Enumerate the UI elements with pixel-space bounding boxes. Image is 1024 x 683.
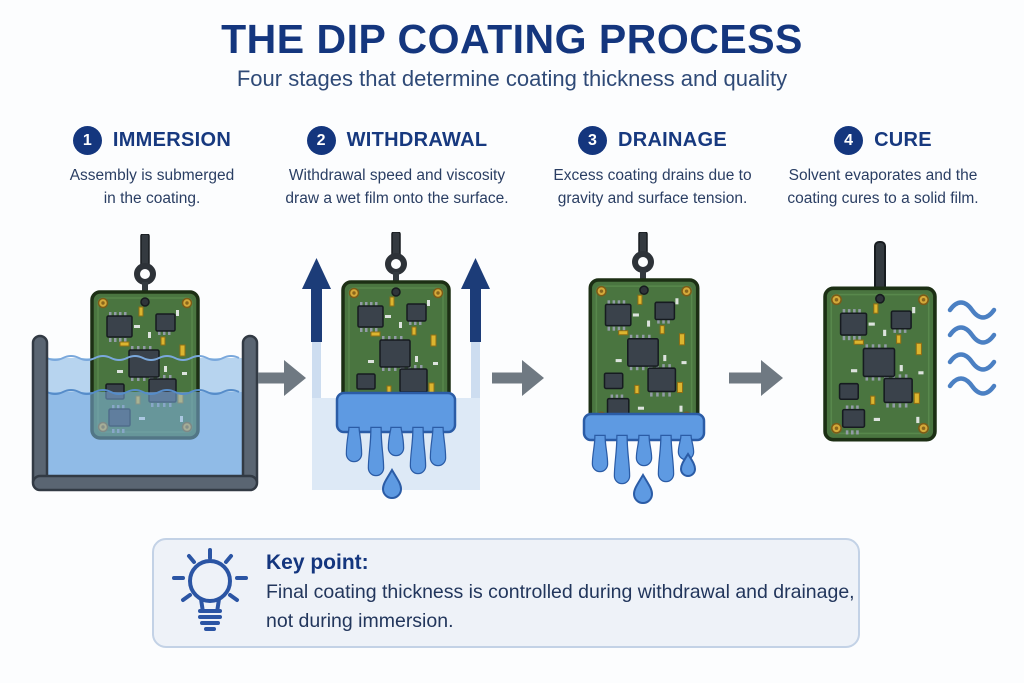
stage-header-withdrawal: 2 WITHDRAWAL Withdrawal speed and viscos… xyxy=(272,126,522,211)
stage-number-badge: 3 xyxy=(577,126,607,155)
key-point-box: Key point: Final coating thickness is co… xyxy=(152,538,860,648)
stage-name: DRAINAGE xyxy=(617,129,728,151)
stage-header-immersion: 1 IMMERSION Assembly is submerged in the… xyxy=(32,126,272,211)
stage-header-drainage: 3 DRAINAGE Excess coating drains due to … xyxy=(530,126,775,211)
cure-illustration xyxy=(823,241,997,442)
stage-name: WITHDRAWAL xyxy=(346,129,488,151)
pcb-illustration xyxy=(823,286,937,442)
key-point-text: Key point: Final coating thickness is co… xyxy=(266,551,858,635)
immersion-illustration xyxy=(31,234,259,492)
hanger-rod xyxy=(385,232,407,286)
withdrawal-illustration xyxy=(302,232,490,499)
droplet-icon xyxy=(632,473,654,504)
drainage-illustration xyxy=(582,232,706,504)
page-subtitle: Four stages that determine coating thick… xyxy=(236,66,788,91)
stage-header-cure: 4 CURE Solvent evaporates and the coatin… xyxy=(768,126,998,211)
right-arrow-icon xyxy=(729,360,783,396)
stage-number-badge: 4 xyxy=(834,126,864,155)
stage-name: CURE xyxy=(874,129,932,151)
stage-name: IMMERSION xyxy=(112,129,232,151)
stage-title-row: 1 IMMERSION xyxy=(32,126,272,155)
stage-description: Solvent evaporates and the coating cures… xyxy=(787,167,979,208)
stage-title-row: 3 DRAINAGE xyxy=(530,126,775,155)
stage-number-badge: 2 xyxy=(306,126,336,155)
hanger-ring xyxy=(134,263,156,285)
stage-number-badge: 1 xyxy=(72,126,102,155)
up-arrow-icon xyxy=(461,258,490,342)
liquid-surface-line xyxy=(46,355,240,361)
droplet-icon xyxy=(679,452,697,477)
right-arrow-icon xyxy=(258,360,306,396)
droplet-icon xyxy=(381,468,403,499)
hanger-ring xyxy=(385,253,407,275)
stage-description: Excess coating drains due to gravity and… xyxy=(553,167,752,208)
hanger-rod xyxy=(134,234,156,298)
evaporation-waves-icon xyxy=(947,300,997,396)
up-arrow-icon xyxy=(302,258,331,342)
hanger-ring xyxy=(632,251,654,273)
lightbulb-icon xyxy=(154,547,266,639)
hanger-rod xyxy=(632,232,654,284)
key-point-line: not during immersion. xyxy=(266,609,454,632)
stage-description: Assembly is submerged in the coating. xyxy=(69,167,235,208)
stage-description: Withdrawal speed and viscosity draw a we… xyxy=(285,167,509,208)
tank xyxy=(31,334,259,492)
coating-drips xyxy=(335,391,457,499)
key-point-line: Final coating thickness is controlled du… xyxy=(266,581,855,604)
key-point-label: Key point: xyxy=(266,551,369,575)
coating-drips xyxy=(582,412,706,504)
pcb-illustration xyxy=(588,278,700,430)
stage-title-row: 4 CURE xyxy=(768,126,998,155)
right-arrow-icon xyxy=(492,360,544,396)
hanger-rod xyxy=(874,241,886,295)
page-title: THE DIP COATING PROCESS xyxy=(221,16,803,62)
stage-title-row: 2 WITHDRAWAL xyxy=(272,126,522,155)
